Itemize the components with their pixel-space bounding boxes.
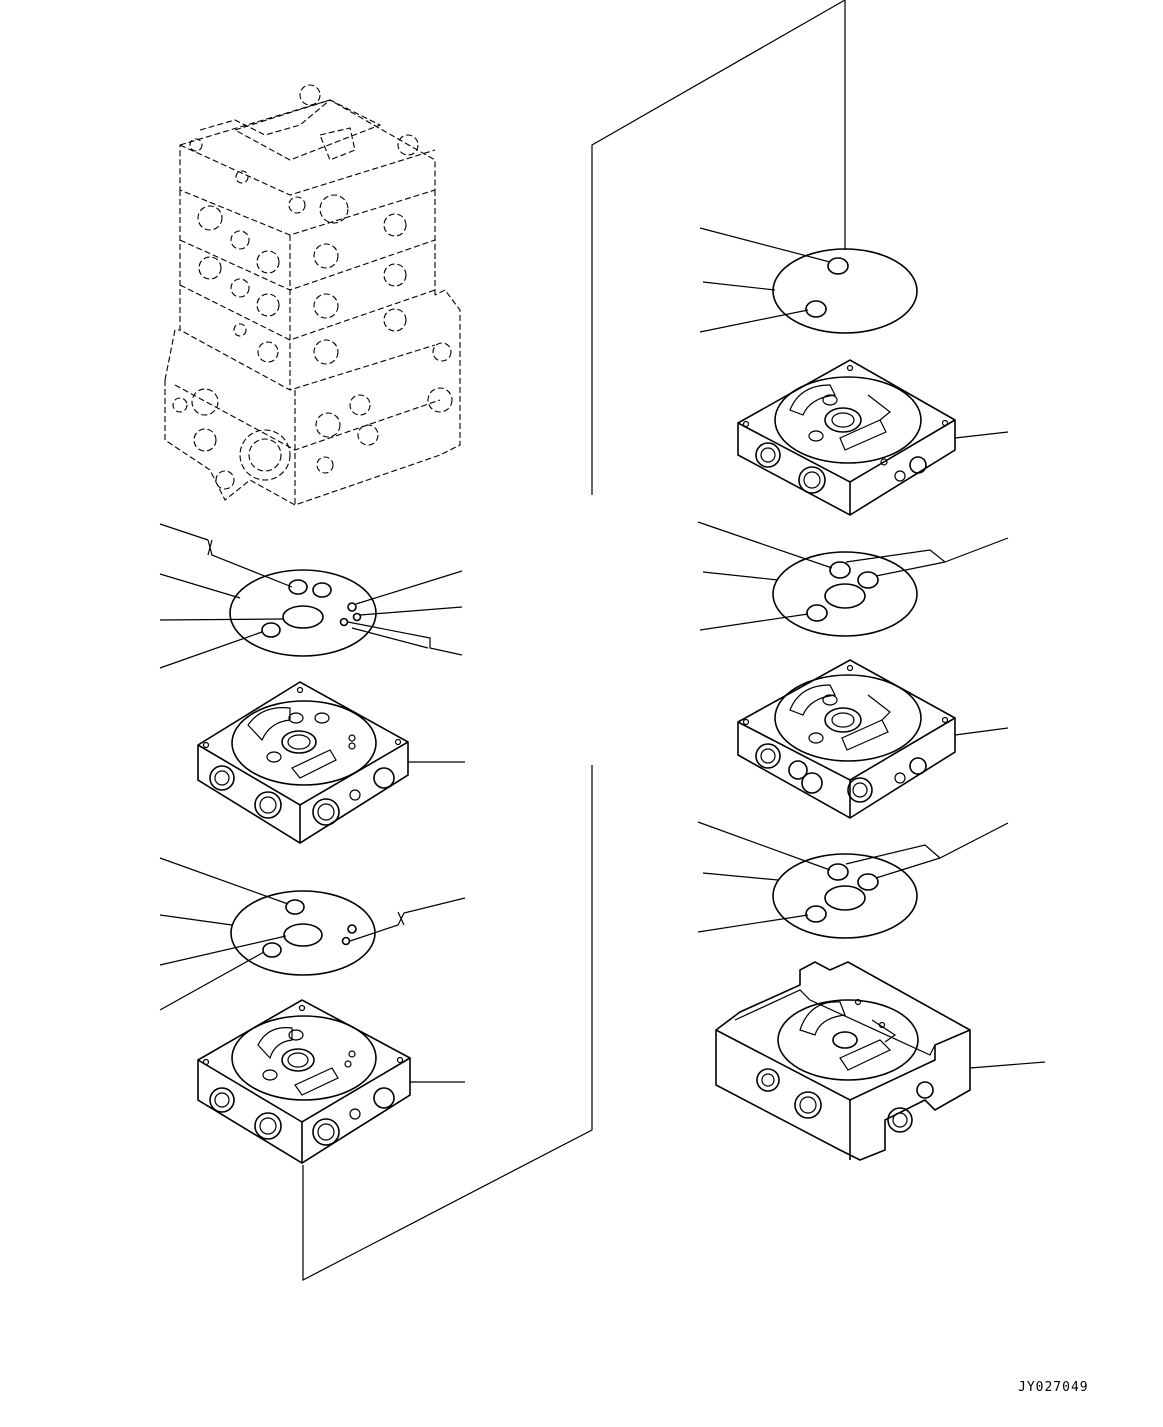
- valve-section-a: [197, 681, 465, 844]
- valve-end-section: [715, 961, 1046, 1161]
- valve-section-d: [737, 659, 1009, 819]
- o-ring-plate-c: [699, 227, 918, 334]
- o-ring-plate-b: [159, 857, 466, 1011]
- control-valve-assembly: [164, 84, 461, 506]
- o-ring-plate-d: [697, 521, 1009, 637]
- o-ring-plate-a: [159, 523, 463, 669]
- reference-lines: [302, 0, 846, 1281]
- o-ring-plate-e: [697, 821, 1009, 939]
- valve-section-b: [197, 999, 465, 1164]
- valve-section-c: [737, 359, 1009, 516]
- drawing-code: JY027049: [1018, 1380, 1089, 1395]
